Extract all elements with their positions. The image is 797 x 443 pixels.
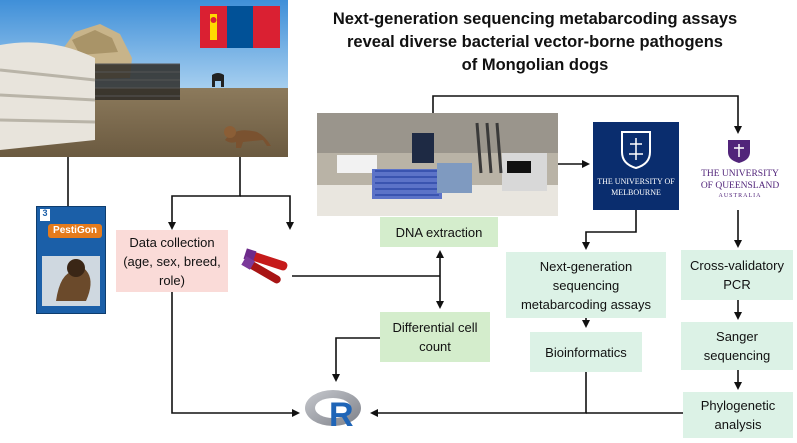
- connector-photo-tube: [240, 195, 294, 230]
- queensland-line-2: OF QUEENSLAND: [700, 181, 780, 191]
- mongolia-flag: [200, 6, 280, 48]
- melbourne-logo-text: THE UNIVERSITY OF MELBOURNE: [597, 177, 675, 197]
- queensland-crest-icon: [728, 140, 750, 163]
- connector-differential-r: [332, 337, 380, 382]
- data-collection-box: Data collection (age, sex, breed, role): [116, 230, 228, 292]
- blood-tube-icon: [241, 242, 291, 286]
- dna-extraction-box: DNA extraction: [380, 217, 498, 247]
- mongolian-ger-photo: [0, 0, 288, 157]
- queensland-line-3: AUSTRALIA: [718, 193, 762, 199]
- differential-cell-count-box: Differential cell count: [380, 312, 490, 362]
- differential-cell-count-label: Differential cell count: [392, 320, 478, 354]
- data-collection-label: Data collection (age, sex, breed, role): [123, 234, 221, 288]
- connector-photo-data-collection: [168, 157, 241, 230]
- connector-bioinformatics-r: [370, 372, 587, 417]
- bioinformatics-label: Bioinformatics: [545, 344, 627, 360]
- pestigon-badge: 3: [42, 208, 48, 218]
- title-line-3: of Mongolian dogs: [461, 56, 609, 74]
- sanger-sequencing-box: Sanger sequencing: [681, 322, 793, 370]
- title-line-1: Next-generation sequencing metabarcoding…: [332, 10, 738, 28]
- bioinformatics-box: Bioinformatics: [530, 332, 642, 372]
- sanger-sequencing-label: Sanger sequencing: [703, 329, 771, 363]
- ngs-metabarcoding-label: Next-generation sequencing metabarcoding…: [520, 258, 652, 312]
- phylogenetic-analysis-box: Phylogenetic analysis: [683, 392, 793, 438]
- cross-validatory-pcr-box: Cross-validatory PCR: [681, 250, 793, 300]
- queensland-logo-text: THE UNIVERSITY OF QUEENSLAND AUSTRALIA: [694, 168, 786, 200]
- pestigon-logo-text: PestiGon: [53, 225, 97, 236]
- cross-validatory-pcr-label: Cross-validatory PCR: [690, 258, 784, 292]
- connector-data-collection-r: [171, 292, 300, 417]
- connector-to-queensland: [432, 95, 742, 134]
- queensland-logo: THE UNIVERSITY OF QUEENSLAND AUSTRALIA: [694, 138, 786, 208]
- ngs-metabarcoding-box: Next-generation sequencing metabarcoding…: [506, 252, 666, 318]
- r-logo-icon: R: [303, 386, 367, 438]
- pestigon-package: 3 PestiGon: [35, 205, 107, 315]
- r-logo-letter: R: [329, 396, 354, 434]
- lab-bench-photo: [317, 113, 558, 216]
- title-line-2: reveal diverse bacterial vector-borne pa…: [347, 33, 723, 51]
- melbourne-crest-icon: [621, 131, 651, 170]
- melbourne-logo: THE UNIVERSITY OF MELBOURNE: [593, 122, 679, 210]
- phylogenetic-analysis-label: Phylogenetic analysis: [700, 398, 776, 432]
- diagram-title: Next-generation sequencing metabarcoding…: [300, 8, 770, 77]
- dna-extraction-label: DNA extraction: [395, 224, 483, 240]
- queensland-line-1: THE UNIVERSITY: [701, 169, 779, 179]
- connector-melbourne-ngs: [582, 210, 637, 250]
